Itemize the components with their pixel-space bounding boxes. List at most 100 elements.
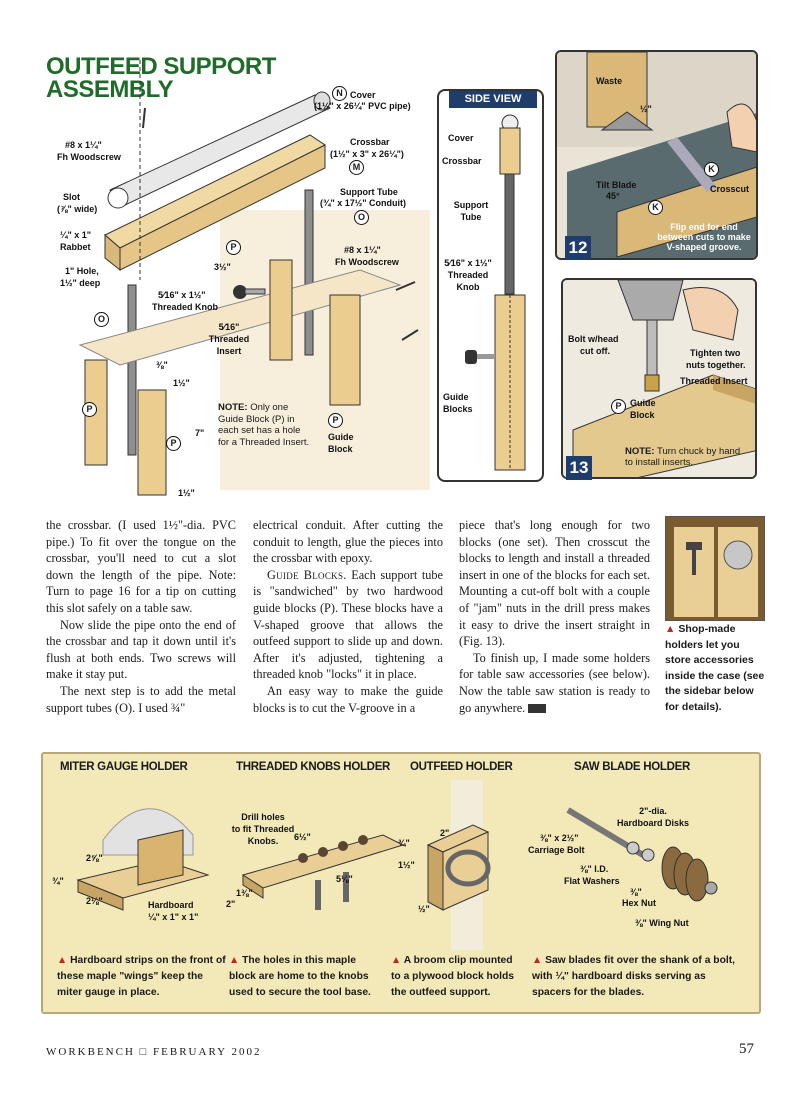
outfeed-dim-a: ¾" (398, 838, 410, 848)
callout-p-knob: P (226, 240, 241, 255)
miter-hardboard-label: Hardboard (148, 900, 194, 910)
figure-13-number: 13 (566, 456, 592, 480)
fig13-note-text: Turn chuck by hand to install inserts. (625, 446, 741, 468)
saw-blade-caption: ▲ Saw blades fit over the shank of a bol… (532, 953, 736, 1001)
miter-caption-triangle-icon: ▲ (57, 955, 68, 966)
side-support-tube-label-2: Tube (460, 212, 482, 222)
footer-issue: FEBRUARY 2002 (153, 1046, 262, 1058)
side-view-panel (437, 89, 544, 482)
col2-run-in-head: Guide Blocks. (267, 567, 347, 582)
outfeed-holder-caption-text: A broom clip mounted to a plywood block … (391, 955, 514, 998)
knobs-drill-label: Drill holes (241, 812, 285, 822)
knobs-drill-label-2: to fit Threaded (231, 824, 295, 834)
col2-paragraph-1: electrical conduit. After cutting the co… (253, 518, 443, 566)
side-support-tube-label: Support (453, 200, 489, 210)
fig13-callout-p: P (611, 399, 626, 414)
threaded-knob-label: Threaded Knob (152, 302, 219, 312)
crossbar-dim-label: (1½" x 3" x 26¼") (330, 149, 404, 159)
fig12-crosscut-label: Crosscut (710, 184, 750, 194)
blade-hex-label: Hex Nut (622, 898, 657, 908)
fig12-half-label: ½" (640, 104, 652, 114)
blade-caption-triangle-icon: ▲ (532, 955, 543, 966)
callout-p-right: P (328, 413, 343, 428)
dim-1-5-b: 1½" (178, 488, 195, 498)
accessory-storage-photo (665, 516, 765, 621)
fig13-threaded-insert-label: Threaded Insert (680, 376, 748, 386)
outfeed-dim-c: 1½" (398, 860, 415, 870)
caption-triangle-icon: ▲ (665, 623, 676, 635)
miter-gauge-caption: ▲ Hardboard strips on the front of these… (57, 953, 227, 1001)
hole-dim-label: 1½" deep (60, 278, 101, 288)
callout-n: N (332, 86, 347, 101)
side-guide-blocks-label-2: Blocks (443, 404, 473, 414)
threaded-knobs-holder-heading: THREADED KNOBS HOLDER (236, 761, 391, 773)
article-title: OUTFEED SUPPORT ASSEMBLY (46, 55, 276, 102)
callout-o-left: O (94, 312, 109, 327)
miter-gauge-holder-drawing (76, 808, 210, 911)
woodscrew-right-label-2: Fh Woodscrew (335, 257, 399, 267)
support-tube-dim-label: (¾" x 17½" Conduit) (320, 198, 407, 208)
side-threaded-knob-label-2: Knob (456, 282, 480, 292)
blade-bolt-label: Carriage Bolt (528, 845, 585, 855)
guide-blocks-right (269, 259, 361, 406)
hole-label: 1" Hole, (65, 266, 99, 276)
fig13-tighten-label: Tighten two (690, 348, 741, 358)
col1-paragraph-2: Now slide the pipe onto the end of the c… (46, 617, 236, 682)
assembly-note: NOTE: Only one Guide Block (P) in each s… (218, 402, 310, 448)
outfeed-holder-drawing (426, 780, 491, 950)
col1-paragraph-3: The next step is to add the metal suppor… (46, 683, 236, 715)
dim-3-8: ⅜" (156, 360, 168, 370)
outfeed-caption-triangle-icon: ▲ (391, 955, 402, 966)
blade-wing-label: ⅜" Wing Nut (635, 918, 689, 928)
fig13-guide-block-label: Guide (630, 398, 656, 408)
side-view-drawing (465, 114, 526, 471)
knobs-drill-label-3: Knobs. (247, 836, 279, 846)
knobs-holder-caption-text: The holes in this maple block are home t… (229, 955, 371, 998)
col3-paragraph-2: To finish up, I made some holders for ta… (459, 650, 650, 716)
side-threaded-knob-dim: 5⁄16" x 1½" (444, 258, 492, 268)
fig13-note: NOTE: Turn chuck by hand to install inse… (625, 446, 743, 468)
figure-12-drawing (557, 52, 756, 258)
assembly-note-text: Only one Guide Block (P) in each set has… (218, 402, 310, 448)
callout-p-left: P (82, 402, 97, 417)
callout-m: M (349, 160, 364, 175)
threaded-knob (233, 285, 266, 299)
knobs-dim-c: 1⅜" (236, 888, 253, 898)
footer-magazine: WORKBENCH (46, 1046, 135, 1058)
photo-caption: ▲ Shop-made holders let you store access… (665, 622, 765, 715)
fig12-flip-label: Flip end for end between cuts to make V-… (657, 222, 751, 252)
dim-1-5-a: 1½" (173, 378, 190, 388)
footer-separator: □ (139, 1046, 149, 1058)
col2-paragraph-2-text: Each support tube is "sandwiched" by two… (253, 567, 443, 682)
side-view-title: SIDE VIEW (449, 91, 537, 108)
callout-p-center: P (166, 436, 181, 451)
support-tube-label: Support Tube (340, 187, 398, 197)
blade-disks-label-2: Hardboard Disks (616, 818, 690, 828)
assembly-illustration (78, 60, 430, 496)
figure-13-drawing (563, 280, 755, 477)
threaded-insert-dim: 5⁄16" (218, 322, 240, 332)
guide-block-label: Guide (328, 432, 354, 442)
knobs-holder-caption: ▲ The holes in this maple block are home… (229, 953, 379, 1001)
side-guide-blocks-label: Guide (443, 392, 469, 402)
col1-paragraph-1: the crossbar. (I used 1½"-dia. PVC pipe.… (46, 518, 236, 615)
rabbet-label: Rabbet (60, 242, 91, 252)
blade-disks-label: 2"-dia. (639, 806, 667, 816)
blade-washer-dim: ⅜" I.D. (580, 864, 609, 874)
knobs-caption-triangle-icon: ▲ (229, 955, 240, 966)
body-column-1: the crossbar. (I used 1½"-dia. PVC pipe.… (46, 517, 236, 716)
threaded-knobs-holder-drawing (241, 834, 405, 910)
support-tube-right (304, 189, 314, 356)
fig13-tighten-label-2: nuts together. (686, 360, 746, 370)
assembly-note-label: NOTE: (218, 402, 248, 413)
col2-paragraph-2: Guide Blocks. Each support tube is "sand… (253, 567, 443, 683)
guide-block-label-2: Block (328, 444, 353, 454)
saw-blade-holder-drawing (566, 807, 718, 902)
crossbar-label: Crossbar (350, 137, 390, 147)
saw-blade-caption-text: Saw blades fit over the shank of a bolt,… (532, 955, 736, 998)
fig12-angle-label: 45° (606, 191, 620, 201)
saw-blade-holder-heading: SAW BLADE HOLDER (574, 761, 690, 773)
miter-gauge-holder-heading: MITER GAUGE HOLDER (60, 761, 188, 773)
miter-dim-b: ¾" (52, 876, 64, 886)
fig13-note-label: NOTE: (625, 446, 655, 457)
